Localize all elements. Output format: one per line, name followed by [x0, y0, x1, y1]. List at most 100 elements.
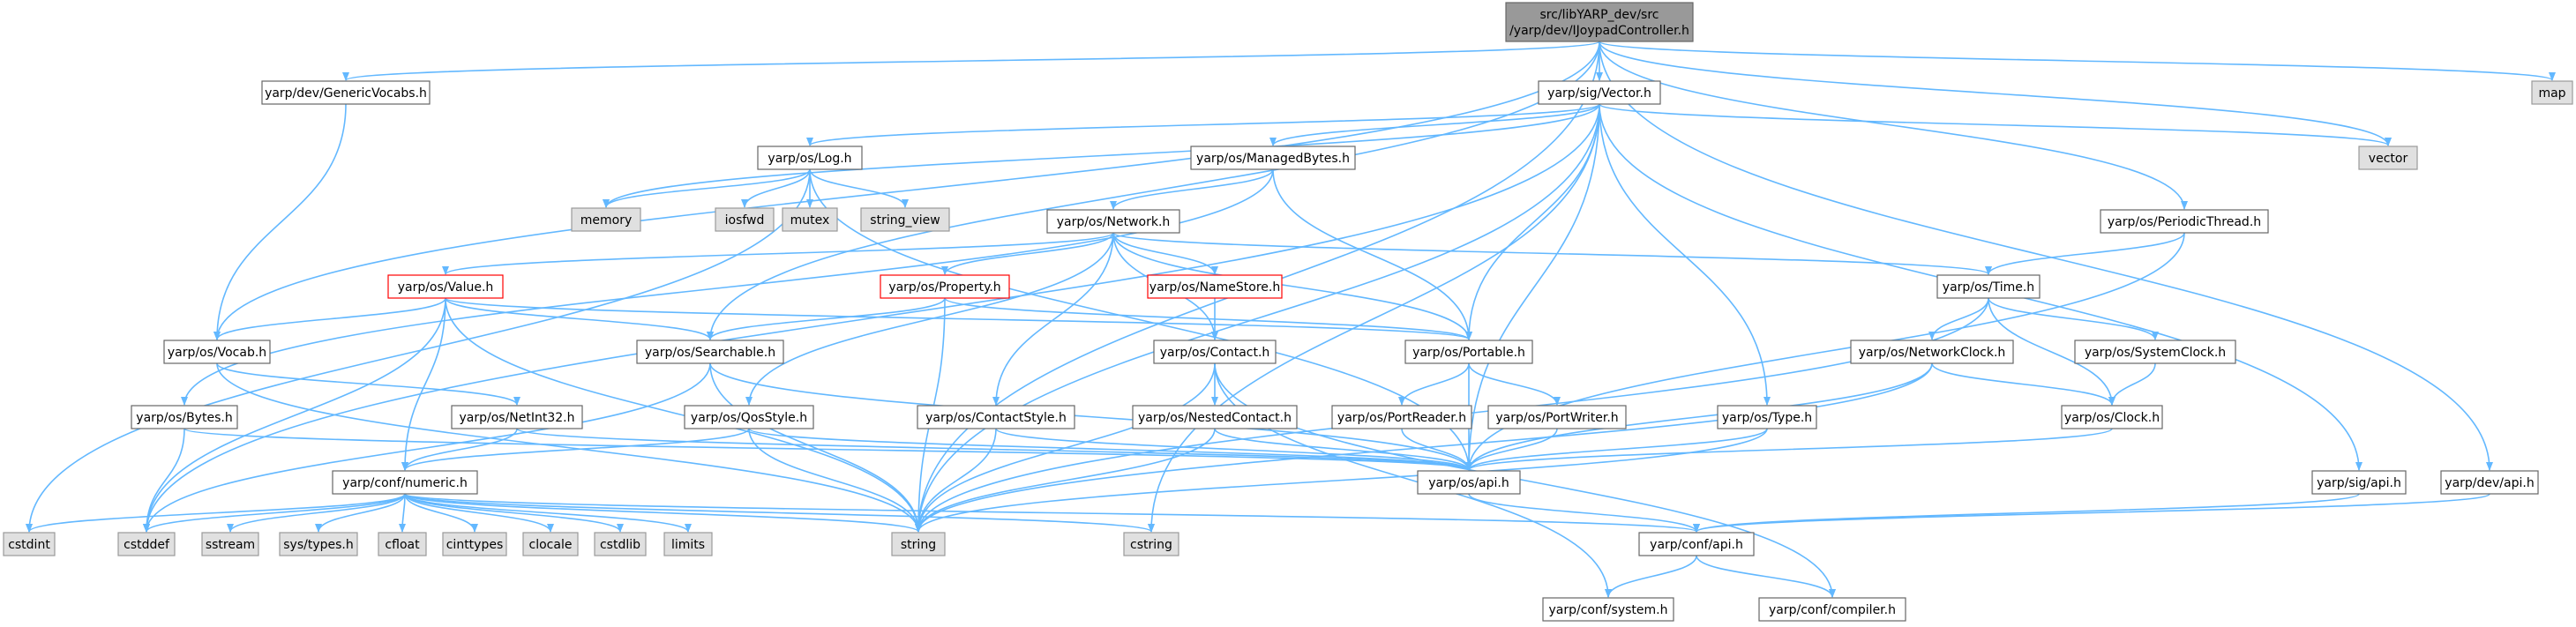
node-clocale[interactable]: clocale [522, 532, 579, 556]
node-label-type_h: yarp/os/Type.h [1722, 411, 1812, 425]
edge-numeric_h-to-string [404, 493, 922, 533]
node-property_h[interactable]: yarp/os/Property.h [880, 274, 1010, 299]
node-box-clock_h [2061, 405, 2163, 429]
node-network_h[interactable]: yarp/os/Network.h [1046, 209, 1180, 234]
edge-network_h-to-value_h [442, 232, 1114, 275]
node-cinttypes[interactable]: cinttypes [442, 532, 507, 556]
node-memory[interactable]: memory [571, 207, 641, 232]
node-conf_compiler_h[interactable]: yarp/conf/compiler.h [1758, 597, 1906, 622]
node-map[interactable]: map [2531, 80, 2573, 105]
edge-numeric_h-to-cstddef [143, 493, 406, 533]
edge-networkclock_h-to-string [915, 362, 1933, 533]
edge-time_h-to-networkclock_h [1928, 297, 1989, 340]
node-systypes[interactable]: sys/types.h [279, 532, 358, 556]
node-label-string_view: string_view [870, 213, 940, 228]
edge-periodic_thread-to-time_h [1985, 232, 2185, 275]
edge-numeric_h-to-conf_api_h [404, 493, 1700, 533]
edge-numeric_h-to-cstring [404, 493, 1155, 533]
node-box-property_h [880, 274, 1010, 299]
node-box-portwriter_h [1487, 405, 1627, 429]
node-box-cstdint [3, 532, 56, 556]
node-label-vocab_h: yarp/os/Vocab.h [168, 346, 266, 360]
node-cstdlib[interactable]: cstdlib [594, 532, 647, 556]
node-cstdint[interactable]: cstdint [3, 532, 56, 556]
edge-value_h-to-vocab_h [213, 297, 446, 340]
node-cstddef[interactable]: cstddef [117, 532, 176, 556]
node-mutex[interactable]: mutex [782, 207, 838, 232]
node-value_h[interactable]: yarp/os/Value.h [387, 274, 504, 299]
node-limits[interactable]: limits [663, 532, 713, 556]
node-netint32_h[interactable]: yarp/os/NetInt32.h [451, 405, 583, 429]
edge-network_h-to-property_h [941, 232, 1114, 275]
node-vector[interactable]: vector [2358, 146, 2418, 170]
node-root[interactable]: src/libYARP_dev/src/yarp/dev/IJoypadCont… [1505, 2, 1694, 42]
node-conf_system_h[interactable]: yarp/conf/system.h [1542, 597, 1674, 622]
node-vector_h[interactable]: yarp/sig/Vector.h [1538, 80, 1661, 105]
node-managed_bytes[interactable]: yarp/os/ManagedBytes.h [1190, 146, 1356, 170]
node-sstream[interactable]: sstream [201, 532, 259, 556]
node-systemclock_h[interactable]: yarp/os/SystemClock.h [2074, 340, 2236, 364]
node-portreader_h[interactable]: yarp/os/PortReader.h [1331, 405, 1472, 429]
node-box-cstdlib [594, 532, 647, 556]
node-dev_api_h[interactable]: yarp/dev/api.h [2440, 470, 2539, 495]
node-qosstyle_h[interactable]: yarp/os/QosStyle.h [684, 405, 814, 429]
node-string[interactable]: string [891, 532, 946, 556]
node-namestore_h[interactable]: yarp/os/NameStore.h [1147, 274, 1283, 299]
edge-networkclock_h-to-os_api_h [1465, 362, 1933, 471]
node-box-systypes [279, 532, 358, 556]
node-box-iosfwd [715, 207, 775, 232]
node-label-vector_h: yarp/sig/Vector.h [1547, 86, 1651, 101]
node-os_api_h[interactable]: yarp/os/api.h [1417, 470, 1521, 495]
node-label-string: string [901, 538, 936, 552]
edge-searchable_h-to-os_api_h [709, 362, 1472, 471]
node-label-clock_h: yarp/os/Clock.h [2064, 411, 2160, 425]
node-time_h[interactable]: yarp/os/Time.h [1936, 274, 2041, 299]
node-periodic_thread[interactable]: yarp/os/PeriodicThread.h [2100, 209, 2269, 234]
node-cstring[interactable]: cstring [1123, 532, 1179, 556]
node-box-managed_bytes [1190, 146, 1356, 170]
node-label-portreader_h: yarp/os/PortReader.h [1337, 411, 1466, 425]
node-contactstyle_h[interactable]: yarp/os/ContactStyle.h [917, 405, 1075, 429]
node-iosfwd[interactable]: iosfwd [715, 207, 775, 232]
node-type_h[interactable]: yarp/os/Type.h [1717, 405, 1817, 429]
node-label-cstdint: cstdint [8, 538, 50, 552]
edge-clock_h-to-os_api_h [1465, 428, 2113, 471]
node-portwriter_h[interactable]: yarp/os/PortWriter.h [1487, 405, 1627, 429]
node-label-nestedcontact_h: yarp/os/NestedContact.h [1138, 411, 1292, 425]
node-box-value_h [387, 274, 504, 299]
edge-nestedcontact_h-to-string [915, 428, 1216, 533]
node-portable_h[interactable]: yarp/os/Portable.h [1404, 340, 1533, 364]
node-label-portwriter_h: yarp/os/PortWriter.h [1495, 411, 1618, 425]
node-box-networkclock_h [1850, 340, 2014, 364]
node-box-sstream [201, 532, 259, 556]
node-numeric_h[interactable]: yarp/conf/numeric.h [332, 470, 478, 495]
node-log_h[interactable]: yarp/os/Log.h [757, 146, 863, 170]
node-vocab_h[interactable]: yarp/os/Vocab.h [163, 340, 271, 364]
node-cfloat[interactable]: cfloat [378, 532, 427, 556]
node-searchable_h[interactable]: yarp/os/Searchable.h [636, 340, 784, 364]
node-box-periodic_thread [2100, 209, 2269, 234]
node-generic_vocabs[interactable]: yarp/dev/GenericVocabs.h [261, 80, 431, 105]
node-bytes_h[interactable]: yarp/os/Bytes.h [131, 405, 238, 429]
edge-numeric_h-to-cinttypes [404, 493, 478, 533]
node-label-cinttypes: cinttypes [446, 538, 504, 552]
node-sig_api_h[interactable]: yarp/sig/api.h [2311, 470, 2407, 495]
node-networkclock_h[interactable]: yarp/os/NetworkClock.h [1850, 340, 2014, 364]
node-label-mutex: mutex [790, 213, 830, 228]
edge-vector_h-to-type_h [1599, 103, 1771, 406]
edge-qosstyle_h-to-os_api_h [748, 428, 1472, 471]
node-box-contactstyle_h [917, 405, 1075, 429]
node-box-bytes_h [131, 405, 238, 429]
edge-time_h-to-systemclock_h [1988, 297, 2159, 340]
node-box-cfloat [378, 532, 427, 556]
edge-portable_h-to-portreader_h [1398, 362, 1470, 406]
node-clock_h[interactable]: yarp/os/Clock.h [2061, 405, 2163, 429]
node-label-sig_api_h: yarp/sig/api.h [2317, 476, 2401, 490]
node-conf_api_h[interactable]: yarp/conf/api.h [1638, 532, 1755, 556]
node-contact_h[interactable]: yarp/os/Contact.h [1153, 340, 1277, 364]
edge-vector_h-to-vector [1599, 103, 2392, 146]
node-string_view[interactable]: string_view [860, 207, 950, 232]
node-nestedcontact_h[interactable]: yarp/os/NestedContact.h [1132, 405, 1298, 429]
edge-vector_h-to-memory [603, 103, 1600, 208]
edge-portwriter_h-to-os_api_h [1465, 428, 1558, 471]
